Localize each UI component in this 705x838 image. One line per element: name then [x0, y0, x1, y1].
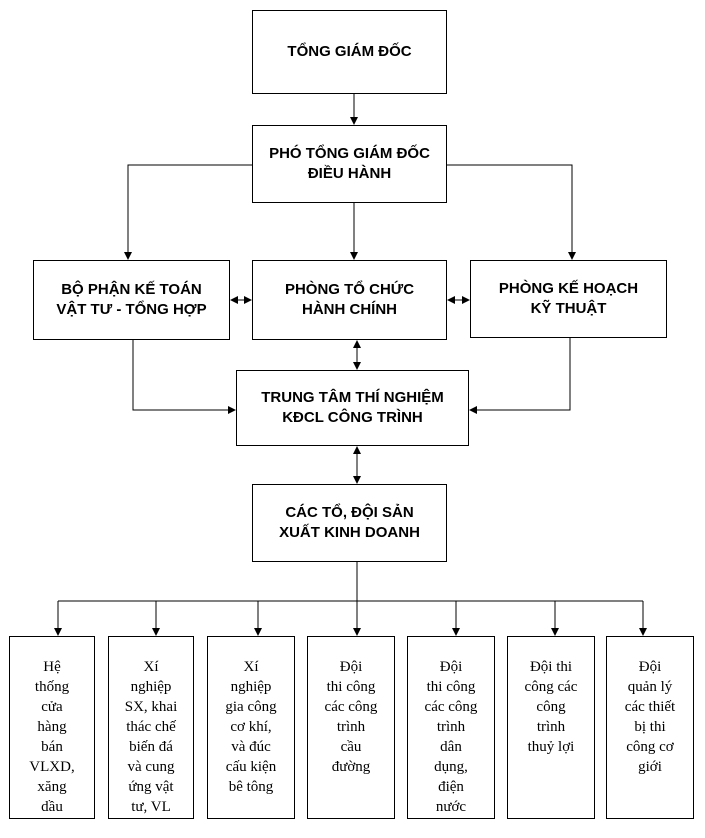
- unit-label-7: Đội quản lý các thiết bị thi công cơ giớ…: [624, 659, 676, 775]
- planning-box: PHÒNG KẾ HOẠCH KỸ THUẬT: [470, 260, 667, 338]
- lab-box: TRUNG TÂM THÍ NGHIỆM KĐCL CÔNG TRÌNH: [236, 370, 469, 446]
- ceo-box: TỔNG GIÁM ĐỐC: [252, 10, 447, 94]
- unit-box-2: Xí nghiệp SX, khai thác chế biến đá và c…: [108, 636, 194, 819]
- arrow-vp-planning: [447, 164, 576, 260]
- planning-label: PHÒNG KẾ HOẠCH KỸ THUẬT: [498, 280, 639, 317]
- arrow-accounting-lab: [132, 340, 236, 414]
- unit-box-1: Hệ thống cửa hàng bán VLXD, xăng dầu: [9, 636, 95, 819]
- unit-box-6: Đội thi công các công trình thuỷ lợi: [507, 636, 595, 819]
- unit-label-3: Xí nghiệp gia công cơ khí, và đúc cấu ki…: [225, 659, 277, 795]
- production-box: CÁC TỔ, ĐỘI SẢN XUẤT KINH DOANH: [252, 484, 447, 562]
- accounting-label: BỘ PHẬN KẾ TOÁN VẬT TƯ - TỔNG HỢP: [56, 281, 207, 318]
- unit-box-4: Đội thi công các công trình cầu đường: [307, 636, 395, 819]
- unit-label-4: Đội thi công các công trình cầu đường: [324, 659, 378, 775]
- ceo-label: TỔNG GIÁM ĐỐC: [287, 43, 412, 60]
- unit-box-7: Đội quản lý các thiết bị thi công cơ giớ…: [606, 636, 694, 819]
- arrow-planning-lab: [469, 338, 571, 414]
- admin-label: PHÒNG TỔ CHỨC HÀNH CHÍNH: [284, 281, 415, 318]
- arrow-vp-accounting: [124, 164, 252, 260]
- unit-box-3: Xí nghiệp gia công cơ khí, và đúc cấu ki…: [207, 636, 295, 819]
- lab-label: TRUNG TÂM THÍ NGHIỆM KĐCL CÔNG TRÌNH: [261, 389, 444, 426]
- unit-label-2: Xí nghiệp SX, khai thác chế biến đá và c…: [124, 659, 178, 815]
- unit-label-6: Đội thi công các công trình thuỷ lợi: [524, 659, 578, 755]
- deputy-ceo-box: PHÓ TỔNG GIÁM ĐỐC ĐIỀU HÀNH: [252, 125, 447, 203]
- unit-label-1: Hệ thống cửa hàng bán VLXD, xăng dầu: [29, 659, 75, 815]
- unit-box-5: Đội thi công các công trình dân dụng, đi…: [407, 636, 495, 819]
- production-label: CÁC TỔ, ĐỘI SẢN XUẤT KINH DOANH: [279, 504, 420, 541]
- accounting-box: BỘ PHẬN KẾ TOÁN VẬT TƯ - TỔNG HỢP: [33, 260, 230, 340]
- unit-label-5: Đội thi công các công trình dân dụng, đi…: [424, 659, 478, 815]
- deputy-ceo-label: PHÓ TỔNG GIÁM ĐỐC ĐIỀU HÀNH: [269, 145, 430, 182]
- admin-box: PHÒNG TỔ CHỨC HÀNH CHÍNH: [252, 260, 447, 340]
